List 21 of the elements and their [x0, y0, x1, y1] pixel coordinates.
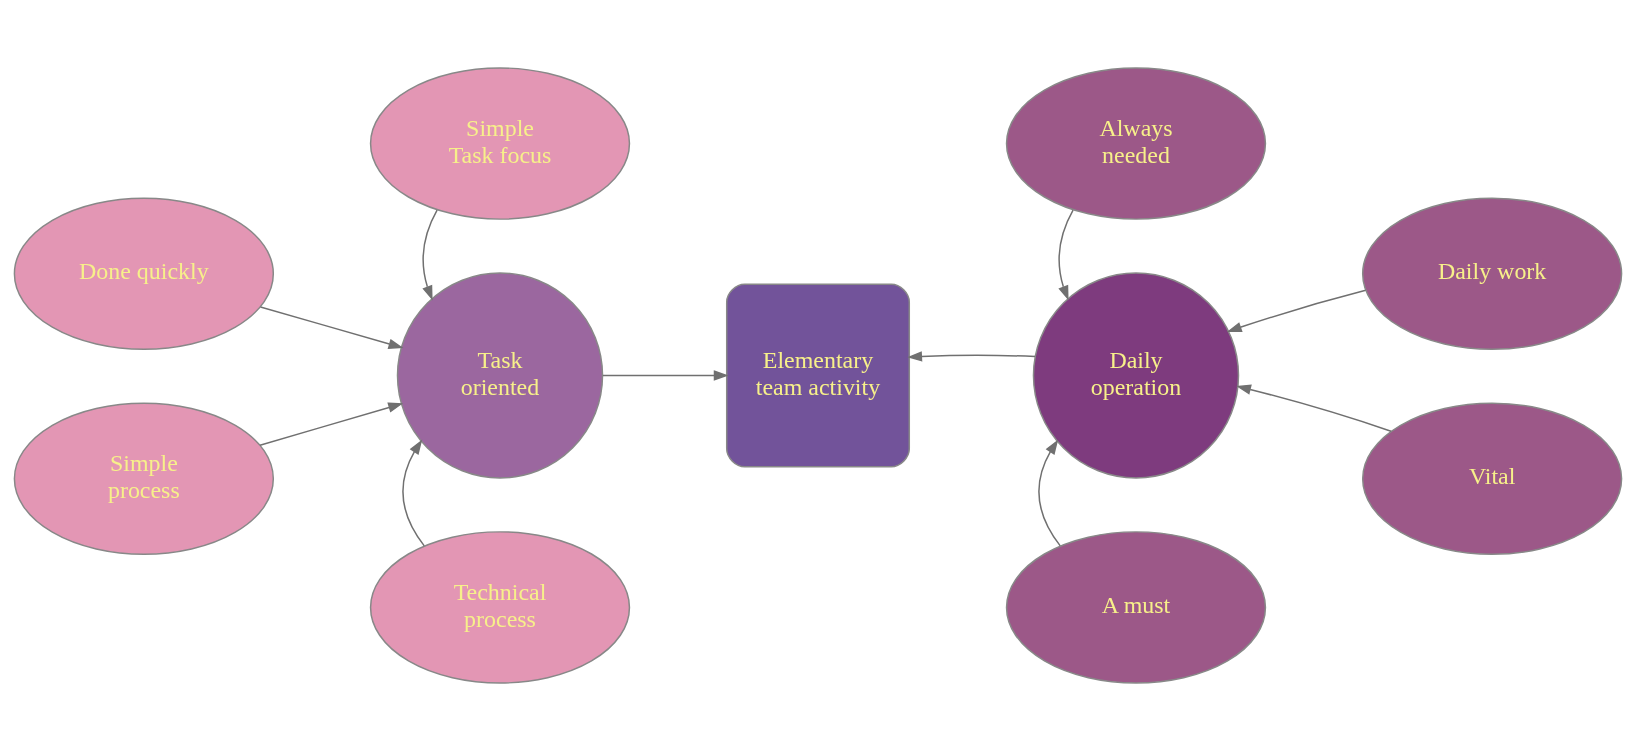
arrow [907, 351, 1036, 362]
node-ellipse: Daily work [1361, 197, 1623, 351]
node-circle: Task oriented [396, 272, 604, 479]
arrow [602, 370, 729, 381]
arrow [259, 402, 404, 446]
node-ellipse: Always needed [1005, 67, 1267, 220]
node-ellipse: A must [1005, 531, 1267, 684]
node-ellipse: Technical process [369, 531, 631, 684]
node-box: Elementary team activity [725, 283, 911, 468]
arrow [1236, 384, 1392, 432]
arrow [422, 209, 438, 301]
arrow [1058, 209, 1074, 301]
node-ellipse: Vital [1361, 402, 1623, 556]
node-ellipse: Done quickly [13, 197, 275, 351]
arrow [1038, 439, 1061, 547]
node-circle: Daily operation [1032, 272, 1240, 479]
arrow [402, 439, 425, 547]
arrow [259, 306, 404, 349]
node-ellipse: Simple process [13, 402, 275, 556]
arrow [1226, 289, 1367, 333]
node-ellipse: Simple Task focus [369, 67, 631, 220]
